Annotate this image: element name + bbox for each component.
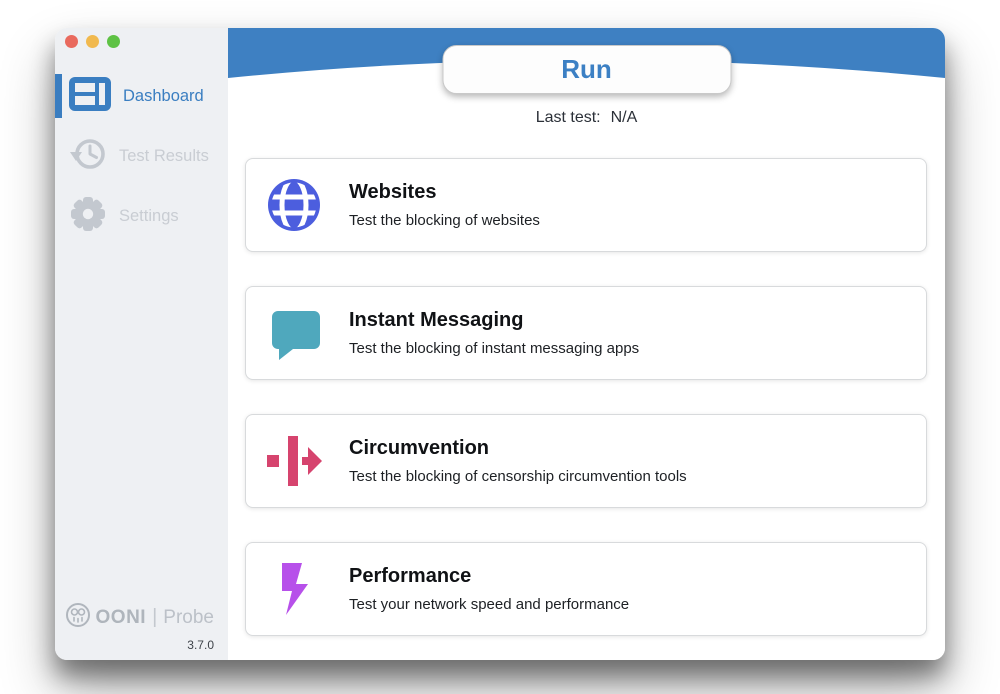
last-test-status: Last test: N/A [228, 109, 945, 127]
test-cards: Websites Test the blocking of websites I… [245, 158, 927, 660]
history-icon [69, 137, 107, 176]
card-text: Instant Messaging Test the blocking of i… [349, 309, 639, 357]
card-title: Websites [349, 181, 437, 203]
ooni-logo-icon [65, 602, 91, 633]
card-description: Test the blocking of censorship circumve… [349, 468, 687, 485]
zoom-window-button[interactable] [107, 35, 120, 48]
minimize-window-button[interactable] [86, 35, 99, 48]
run-button[interactable]: Run [442, 45, 731, 94]
card-title: Circumvention [349, 437, 490, 459]
card-circumvention[interactable]: Circumvention Test the blocking of censo… [245, 414, 927, 508]
sidebar-item-label: Dashboard [123, 86, 204, 105]
sidebar-item-test-results[interactable]: Test Results [55, 134, 228, 178]
last-test-value: N/A [610, 109, 638, 126]
card-title: Performance [349, 565, 472, 587]
card-text: Performance Test your network speed and … [349, 565, 629, 613]
globe-icon [266, 177, 322, 233]
gear-icon [69, 196, 107, 237]
card-description: Test the blocking of instant messaging a… [349, 340, 640, 357]
chat-bubble-icon [266, 305, 322, 361]
card-performance[interactable]: Performance Test your network speed and … [245, 542, 927, 636]
card-text: Circumvention Test the blocking of censo… [349, 437, 687, 485]
lightning-icon [266, 561, 322, 617]
app-window: Dashboard Test Results [55, 28, 945, 660]
sidebar-item-label: Test Results [119, 146, 209, 165]
ooni-probe-logo: OONI | Probe [55, 602, 214, 633]
sidebar-item-settings[interactable]: Settings [55, 194, 228, 238]
window-controls [65, 35, 120, 48]
card-description: Test your network speed and performance [349, 596, 630, 613]
sidebar-footer: OONI | Probe 3.7.0 [55, 602, 214, 652]
active-indicator [55, 74, 62, 118]
product-name: Probe [163, 606, 214, 628]
brand-divider: | [152, 606, 158, 628]
run-button-label: Run [561, 54, 612, 84]
card-text: Websites Test the blocking of websites [349, 181, 540, 229]
sidebar: Dashboard Test Results [55, 28, 228, 660]
close-window-button[interactable] [65, 35, 78, 48]
circumvention-arrow-icon [266, 433, 322, 489]
sidebar-nav: Dashboard Test Results [55, 74, 228, 254]
main-content: Run Last test: N/A [228, 28, 945, 660]
sidebar-item-dashboard[interactable]: Dashboard [55, 74, 228, 118]
dashboard-icon [69, 76, 111, 116]
last-test-label: Last test: [535, 109, 601, 126]
brand-name: OONI [95, 606, 147, 628]
card-description: Test the blocking of websites [349, 212, 540, 229]
app-version: 3.7.0 [187, 638, 214, 652]
card-title: Instant Messaging [349, 309, 524, 331]
sidebar-item-label: Settings [119, 206, 179, 225]
card-instant-messaging[interactable]: Instant Messaging Test the blocking of i… [245, 286, 927, 380]
card-websites[interactable]: Websites Test the blocking of websites [245, 158, 927, 252]
